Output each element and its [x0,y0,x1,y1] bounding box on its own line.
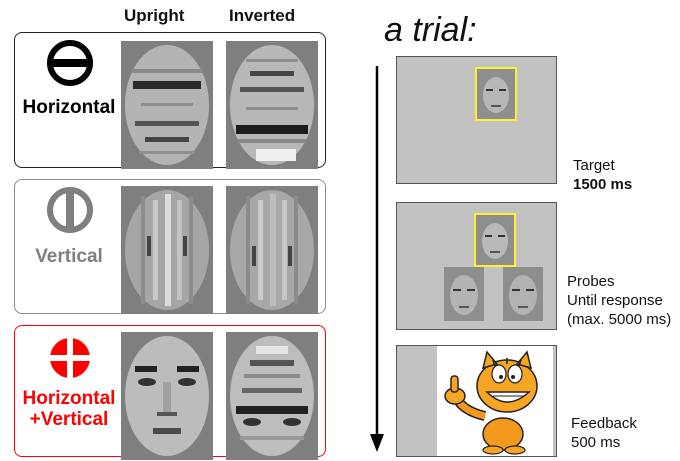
trial-title: a trial: [384,11,477,49]
panel-horizontal-vertical: Horizontal +Vertical [14,325,326,460]
caption-line: (max. 5000 ms) [567,311,672,328]
screen-target [396,56,557,184]
screen-probes [396,202,557,330]
panel-horizontal: Horizontal [14,32,326,169]
condition-label-vertical: Vertical [15,246,123,267]
timeline-arrow [370,66,384,452]
caption-target: Target 1500 ms [573,156,632,194]
face-upright-combined [121,332,213,460]
panel-vertical: Vertical [14,179,326,314]
column-heading-upright: Upright [124,6,185,25]
horizontal-filter-icon [47,40,93,86]
condition-label-line: Horizontal [22,97,116,118]
condition-label-line: Horizontal [22,388,116,409]
screen-feedback [396,345,557,457]
caption-line: Target [573,157,615,174]
combined-filter-icon [50,338,90,378]
target-face [475,67,517,121]
feedback-image [437,346,553,456]
condition-label-line: Vertical [35,246,103,267]
caption-line: Probes [567,273,615,290]
probe-face-left[interactable] [444,267,484,321]
condition-label-horizontal: Horizontal [15,97,123,118]
cartoon-cat-thumbs-up-icon [444,350,538,455]
face-upright-vertical [121,186,213,314]
caption-line: 1500 ms [573,176,633,193]
caption-probes: Probes Until response (max. 5000 ms) [567,272,671,329]
face-inverted-horizontal [226,41,318,169]
caption-line: 500 ms [571,434,621,451]
condition-label-horizontal-vertical: Horizontal +Vertical [15,388,123,430]
caption-feedback: Feedback 500 ms [571,414,637,452]
target-face [474,213,516,267]
column-heading-inverted: Inverted [229,6,296,25]
caption-line: Feedback [571,415,637,432]
vertical-filter-icon [47,187,93,233]
face-upright-horizontal [121,41,213,169]
condition-label-line: +Vertical [29,409,109,430]
probe-face-right[interactable] [503,267,543,321]
face-inverted-vertical [226,186,318,314]
face-inverted-combined [226,332,318,460]
caption-line: Until response [567,292,663,309]
